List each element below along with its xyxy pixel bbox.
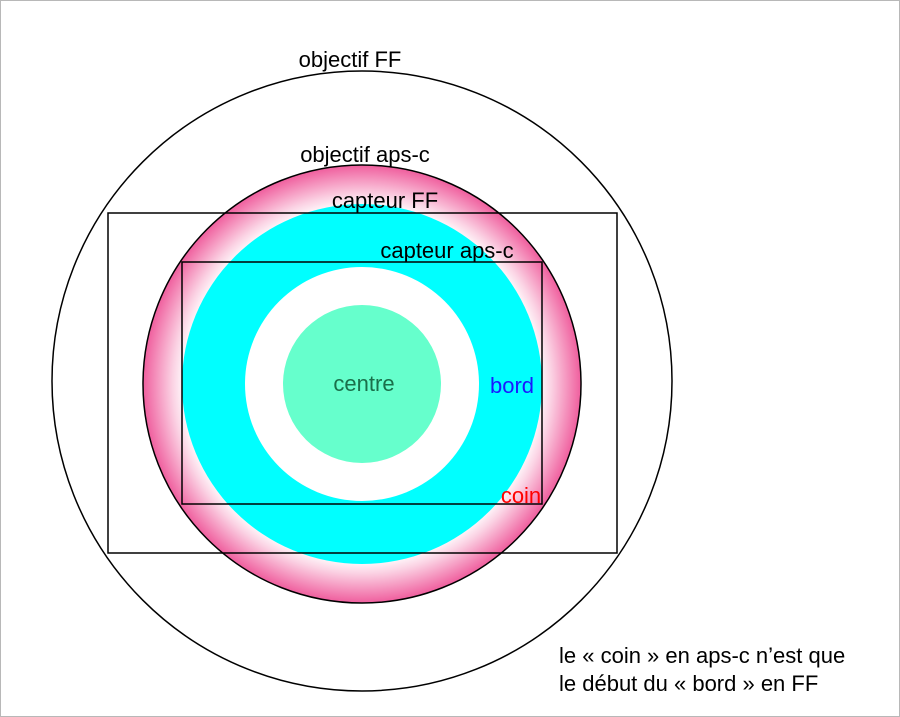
caption-note: le « coin » en aps-c n’est que le début … — [559, 642, 845, 698]
caption-line-2: le début du « bord » en FF — [559, 671, 819, 696]
sensor-ff-label: capteur FF — [332, 188, 438, 213]
lens-ff-label: objectif FF — [299, 47, 402, 72]
sensor-apsc-rect — [181, 261, 543, 505]
lens-apsc-label: objectif aps-c — [300, 142, 430, 167]
sensor-apsc-label: capteur aps-c — [380, 238, 513, 263]
caption-line-1: le « coin » en aps-c n’est que — [559, 643, 846, 668]
corner-label: coin — [501, 483, 541, 508]
center-zone — [283, 305, 441, 463]
lens-ff-circle — [51, 70, 673, 692]
edge-label: bord — [490, 373, 534, 398]
sensor-ff-rect — [107, 212, 618, 554]
center-label: centre — [333, 371, 394, 396]
